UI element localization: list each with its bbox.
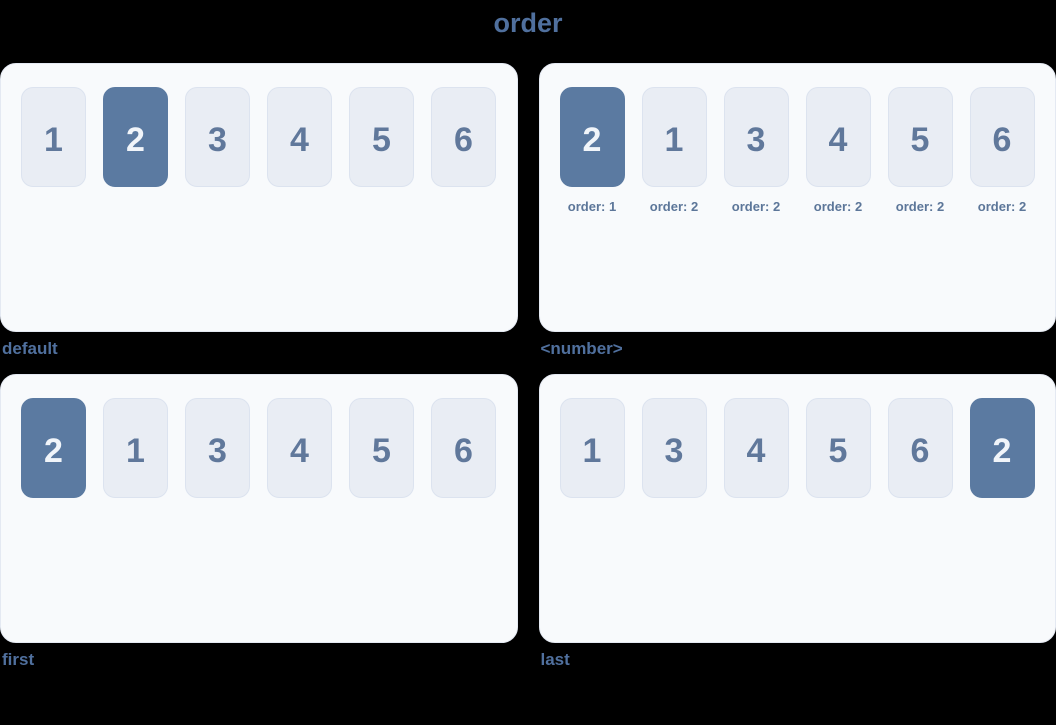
flex-item: 5 (349, 398, 414, 498)
flex-item: 6 (431, 398, 496, 498)
order-value-label: order: 1 (567, 199, 617, 214)
flex-item: 2 (21, 398, 86, 498)
flex-item: 2 (103, 87, 168, 187)
flex-item: 3 (185, 87, 250, 187)
flex-item: 1 (641, 87, 707, 187)
flex-container-last: 1 3 4 5 6 2 (538, 374, 1056, 643)
flex-item: 4 (805, 87, 871, 187)
order-value-label: order: 2 (813, 199, 863, 214)
panel-cell-default: 1 2 3 4 5 6 default (0, 63, 518, 359)
order-value-label: order: 2 (977, 199, 1027, 214)
flex-item: 2 (969, 398, 1035, 498)
panel-caption-default: default (2, 339, 58, 358)
item-entry: 5 order: 2 (887, 87, 953, 214)
item-entry: 3 order: 2 (723, 87, 789, 214)
items-row: 2 1 3 4 5 6 (21, 398, 497, 498)
flex-item: 3 (185, 398, 250, 498)
flex-item: 5 (887, 87, 953, 187)
flex-item: 6 (969, 87, 1035, 187)
item-entry: 2 order: 1 (559, 87, 625, 214)
items-row: 2 order: 1 1 order: 2 3 order: 2 4 order… (559, 87, 1036, 214)
panel-cell-first: 2 1 3 4 5 6 first (0, 374, 518, 670)
flex-item: 1 (103, 398, 168, 498)
flex-item: 3 (723, 87, 789, 187)
flex-item: 4 (267, 87, 332, 187)
demo-grid: 1 2 3 4 5 6 default 2 order: 1 1 order: … (0, 63, 1056, 670)
flex-item: 4 (723, 398, 789, 498)
panel-caption-last: last (540, 650, 570, 669)
flex-item: 5 (805, 398, 871, 498)
items-row: 1 2 3 4 5 6 (21, 87, 497, 187)
flex-item: 1 (559, 398, 625, 498)
flex-container-default: 1 2 3 4 5 6 (0, 63, 518, 332)
page-title: order (493, 8, 563, 38)
flex-item: 5 (349, 87, 414, 187)
item-entry: 4 order: 2 (805, 87, 871, 214)
flex-item: 6 (431, 87, 496, 187)
flex-item: 3 (641, 398, 707, 498)
order-value-label: order: 2 (731, 199, 781, 214)
flex-container-number: 2 order: 1 1 order: 2 3 order: 2 4 order… (538, 63, 1056, 332)
flex-item: 6 (887, 398, 953, 498)
panel-cell-number: 2 order: 1 1 order: 2 3 order: 2 4 order… (538, 63, 1056, 359)
flex-item: 2 (559, 87, 625, 187)
item-entry: 6 order: 2 (969, 87, 1035, 214)
items-row: 1 3 4 5 6 2 (559, 398, 1036, 498)
flex-container-first: 2 1 3 4 5 6 (0, 374, 518, 643)
panel-caption-first: first (2, 650, 35, 669)
flex-item: 4 (267, 398, 332, 498)
panel-cell-last: 1 3 4 5 6 2 last (538, 374, 1056, 670)
item-entry: 1 order: 2 (641, 87, 707, 214)
flex-item: 1 (21, 87, 86, 187)
panel-caption-number: <number> (540, 339, 623, 358)
order-value-label: order: 2 (895, 199, 945, 214)
order-value-label: order: 2 (649, 199, 699, 214)
